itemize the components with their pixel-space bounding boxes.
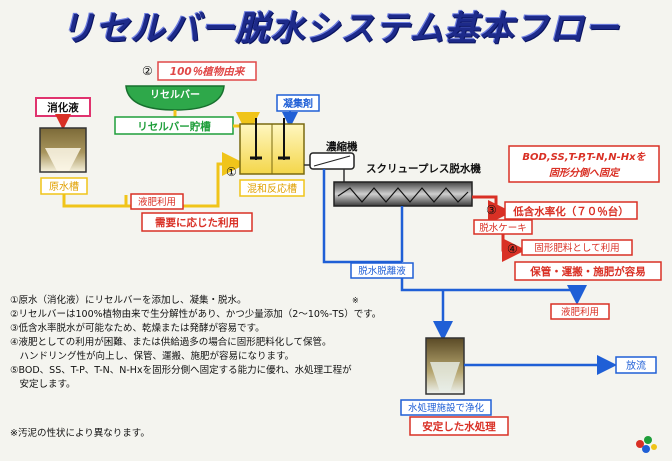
discharge-label: 放流 <box>626 359 646 372</box>
fixation-note-line2: 固形分側へ固定 <box>549 167 621 179</box>
note-line-1: ①原水（消化液）にリセルバーを添加し、凝集・脱水。 <box>10 295 247 306</box>
page-title: リセルバー脱水システム基本フロー <box>60 9 620 49</box>
as-needed-box <box>141 212 253 232</box>
thickener-label: 濃縮機 <box>326 140 358 153</box>
water-treatment-label: 水処理施設で浄化 <box>408 402 485 414</box>
screw-press-label: スクリュープレス脱水機 <box>366 162 481 175</box>
recellbar-tank-shape <box>125 85 225 111</box>
plant-origin-label: 100％植物由来 <box>170 65 246 78</box>
thickener-to-separated-line <box>322 169 402 264</box>
stable-treatment-label: 安定した水処理 <box>422 420 496 433</box>
water-treatment-box <box>400 399 492 416</box>
note-line-4: ④液肥としての利用が困難、または供給過多の場合に固形肥料化して保管。 <box>10 337 332 348</box>
mixing-tank-box <box>239 179 305 197</box>
flocculant-box <box>276 94 320 112</box>
cake-to-solid-line <box>501 234 526 262</box>
fixation-note-box <box>508 145 660 183</box>
step-number-4: ④ <box>507 242 518 256</box>
stable-treatment-box <box>409 416 509 436</box>
separated-to-liquid-fert-line <box>400 278 587 305</box>
digestion-liquid-label: 消化液 <box>47 101 79 114</box>
solid-fertilizer-box <box>521 239 633 256</box>
note-line-2: ②リセルバーは100%植物由来で生分解性があり、かつ少量添加（2～10%-TS）… <box>10 309 382 320</box>
flocculant-label: 凝集剤 <box>283 97 313 110</box>
recellbar-label: リセルバー <box>150 89 200 101</box>
note-line-6: ⑤BOD、SS、T-P、T-N、N-Hxを固形分側へ固定する能力に優れ、水処理工… <box>10 365 352 376</box>
water-treatment-tank-cone <box>430 362 460 392</box>
discharge-box <box>615 356 657 374</box>
as-needed-label: 需要に応じた利用 <box>155 216 239 229</box>
footnote: ※汚泥の性状により異なります。 <box>10 428 150 439</box>
raw-to-mix-line <box>62 152 246 208</box>
note-line-7: 安定します。 <box>10 379 76 390</box>
raw-water-tank-cone <box>45 148 81 171</box>
solid-fertilizer-label: 固形肥料として利用 <box>534 242 619 254</box>
low-moisture-box <box>504 201 638 220</box>
company-logo-icon <box>636 436 657 453</box>
notes-block: ①原水（消化液）にリセルバーを添加し、凝集・脱水。 ②リセルバーは100%植物由… <box>10 294 381 392</box>
cake-label: 脱水ケーキ <box>479 222 527 234</box>
press-to-cake-line <box>472 195 512 224</box>
step-number-1: ① <box>226 165 237 179</box>
step-number-3: ③ <box>486 203 497 217</box>
liquid-fertilizer-label-2: 液肥利用 <box>561 306 599 318</box>
easy-handling-box <box>514 261 662 281</box>
plant-origin-box <box>157 61 257 81</box>
low-moisture-label: 低含水率化（７０％台） <box>512 205 629 218</box>
asterisk-mark: ※ <box>352 296 359 305</box>
note-line-5: ハンドリング性が向上し、保管、運搬、施肥が容易になります。 <box>10 351 295 362</box>
separated-liquid-box <box>350 262 414 279</box>
fixation-note-line1: BOD,SS,T-P,T-N,N-Hxを <box>522 151 646 163</box>
thickener-screw <box>313 155 351 167</box>
recellbar-tank-label: リセルバー貯槽 <box>137 120 211 133</box>
raw-water-tank-label: 原水槽 <box>49 180 79 193</box>
liquid-fertilizer-box <box>130 193 184 210</box>
separated-liquid-label: 脱水脱離液 <box>358 265 406 277</box>
liquid-fertilizer-label: 液肥利用 <box>138 196 176 208</box>
liquid-fertilizer-box-2 <box>550 303 610 320</box>
easy-handling-label: 保管・運搬・施肥が容易 <box>529 265 646 278</box>
mixing-tank-label: 混和反応槽 <box>247 182 297 195</box>
screw-press-flight <box>337 187 469 203</box>
note-line-3: ③低含水率脱水が可能なため、乾燥または発酵が容易です。 <box>10 323 265 334</box>
step-number-2: ② <box>142 64 153 78</box>
